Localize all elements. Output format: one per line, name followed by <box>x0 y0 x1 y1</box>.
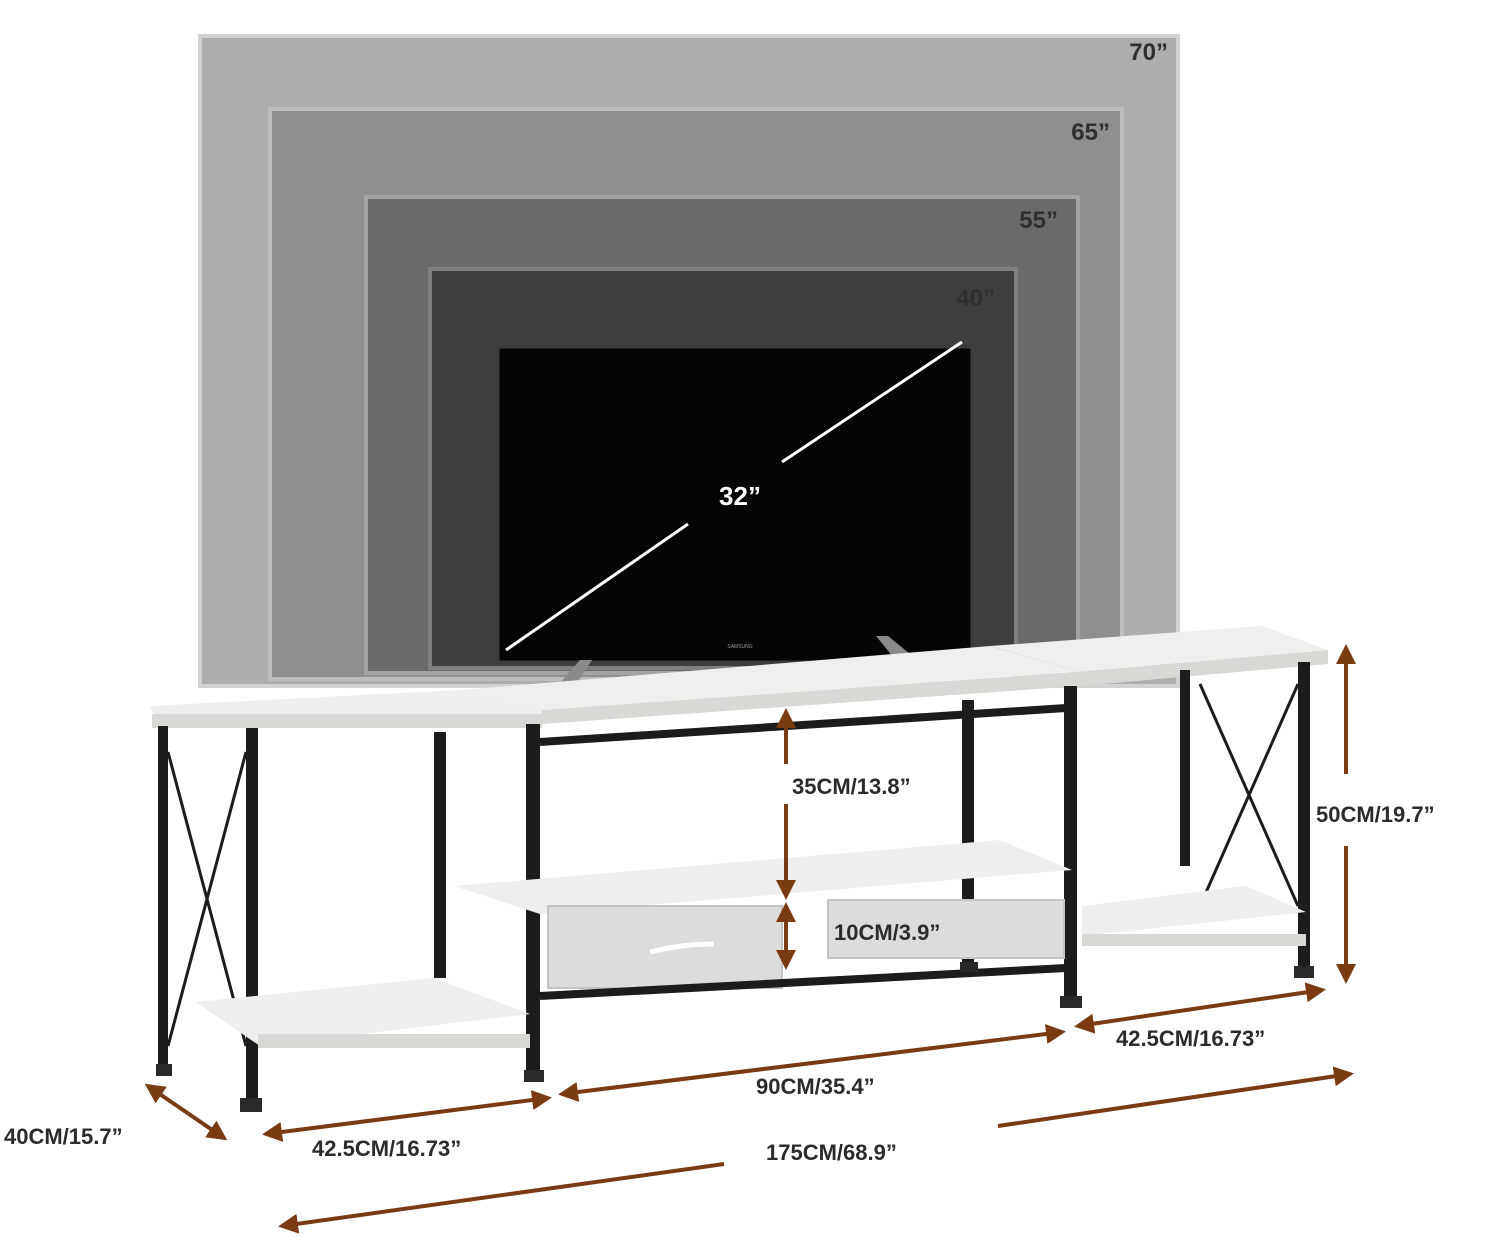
right-foot <box>1294 966 1314 978</box>
drawer-right <box>827 899 1065 959</box>
label-drawer-height: 10CM/3.9” <box>834 920 940 945</box>
arrow-total-width-right <box>997 1066 1354 1128</box>
screen-diagonal-lower <box>505 522 689 652</box>
center-top-panel <box>460 646 1080 710</box>
left-foot-1 <box>240 1098 262 1112</box>
center-foot-2 <box>960 962 978 972</box>
label-total-width: 175CM/68.9” <box>766 1140 897 1165</box>
left-module <box>150 690 546 1112</box>
left-foot-3 <box>156 1064 172 1076</box>
size-label-70: 70” <box>1129 39 1168 66</box>
label-depth: 40CM/15.7” <box>4 1124 123 1149</box>
size-label-55: 55” <box>1019 207 1058 234</box>
size-label-65: 65” <box>1071 119 1110 146</box>
center-leg-right <box>1064 686 1077 998</box>
center-top-edge <box>542 672 1080 724</box>
tv-foot-left <box>560 660 592 686</box>
label-shelf-clearance: 35CM/13.8” <box>792 774 911 799</box>
screen-diagonal-upper <box>781 340 963 464</box>
tv-32-inch: 32” SAMSUNG <box>496 340 974 686</box>
left-bottom-shelf-edge <box>258 1034 530 1048</box>
tv-brand-logo: SAMSUNG <box>727 644 752 650</box>
arrow-depth <box>144 1083 228 1141</box>
left-bottom-shelf <box>196 978 530 1046</box>
center-foot-1 <box>1060 996 1082 1008</box>
label-right-width: 42.5CM/16.73” <box>1116 1026 1265 1051</box>
right-leg-front <box>1298 662 1310 970</box>
center-bottom-rail <box>539 964 1067 1000</box>
center-front-rail <box>539 704 1067 746</box>
tv-screen <box>496 345 974 664</box>
left-cross-brace-b <box>166 751 248 1047</box>
arrow-center-width <box>558 1024 1066 1102</box>
tv-stand <box>150 626 1328 1112</box>
center-lower-shelf <box>454 840 1072 914</box>
size-label-32: 32” <box>719 481 761 511</box>
left-top-edge <box>152 714 542 728</box>
right-top-edge <box>1080 650 1328 686</box>
arrow-right-width <box>1074 982 1326 1034</box>
right-top-panel <box>990 626 1328 672</box>
center-module <box>454 646 1082 1008</box>
right-bottom-shelf <box>1082 886 1306 936</box>
size-label-40: 40” <box>956 285 995 312</box>
arrow-left-width <box>262 1090 552 1142</box>
dimension-labels: 40CM/15.7” 42.5CM/16.73” 90CM/35.4” 42.5… <box>4 774 1435 1165</box>
label-total-height: 50CM/19.7” <box>1316 802 1435 827</box>
left-leg-back <box>158 726 168 1066</box>
right-bottom-shelf-edge <box>1082 934 1306 946</box>
arrow-total-width-left <box>278 1162 725 1234</box>
label-center-width: 90CM/35.4” <box>756 1074 875 1099</box>
right-leg-back <box>1180 670 1190 866</box>
dimension-arrows <box>144 644 1356 1234</box>
left-leg-inner <box>434 732 446 978</box>
right-module <box>990 626 1328 978</box>
drawer-left-handle <box>649 941 715 955</box>
label-left-width: 42.5CM/16.73” <box>312 1136 461 1161</box>
right-cross-brace-b <box>1198 683 1300 907</box>
left-foot-2 <box>524 1070 544 1082</box>
